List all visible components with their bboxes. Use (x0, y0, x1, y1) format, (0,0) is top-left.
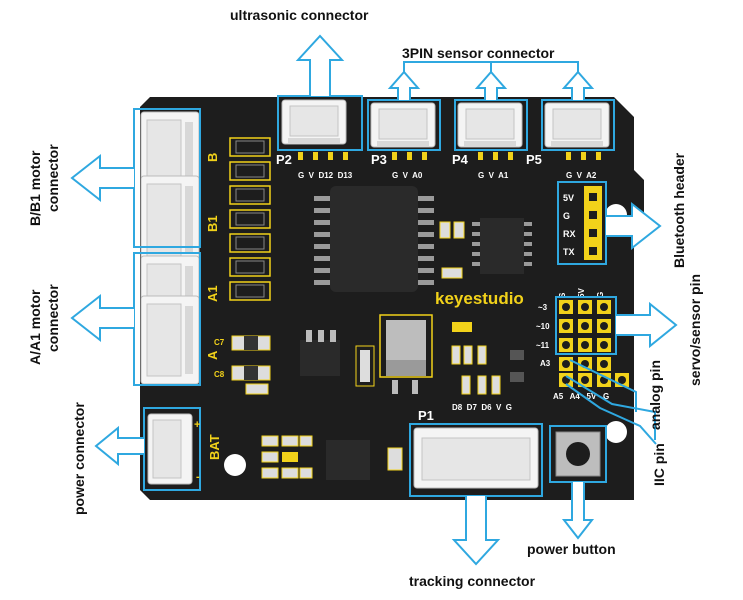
pins-p3: G V A0 (392, 171, 423, 180)
label-a: A (205, 350, 220, 360)
label-c8: C8 (214, 370, 225, 379)
resistor-bodies (235, 140, 265, 298)
connector-p5 (541, 99, 615, 151)
power-button (549, 425, 607, 483)
arrow-ultrasonic (295, 34, 345, 96)
bottom-pin-labels: A5 A4 5V G (553, 392, 609, 401)
connector-p1 (409, 423, 543, 497)
driver-ic (314, 186, 434, 292)
leader-lines (565, 359, 657, 445)
small-components (451, 322, 524, 395)
label-p1: P1 (418, 408, 434, 423)
smd-bank (261, 435, 403, 480)
connector-p4 (454, 99, 528, 151)
brand-logo: keyestudio (435, 289, 524, 308)
small-ic (472, 218, 532, 274)
connector-bat (143, 407, 201, 491)
callout-servo: servo/sensor pin (687, 274, 703, 386)
capacitors (231, 335, 271, 395)
callout-arrows (70, 34, 678, 566)
arrow-p3 (387, 70, 421, 100)
smd-parts (439, 221, 465, 279)
arrow-p5 (561, 70, 595, 100)
servo-row-3: ~3 (538, 303, 548, 312)
connector-b-b1 (133, 108, 201, 265)
servo-row-11: ~11 (536, 341, 550, 350)
arrow-servo (616, 301, 678, 349)
pins-p4: G V A1 (478, 171, 509, 180)
servo-header-g: G (596, 292, 605, 298)
servo-header-s: S (558, 292, 567, 298)
label-c7: C7 (214, 338, 225, 347)
label-b: B (205, 153, 220, 162)
connector-a-a1 (133, 252, 201, 386)
mounting-hole (224, 454, 246, 476)
connector-p3 (367, 99, 441, 151)
pin-pads-top (298, 152, 601, 160)
callout-a-motor-line2: connector (45, 284, 61, 352)
diode (355, 345, 375, 387)
callout-power-button: power button (527, 541, 616, 557)
arrow-power-button (561, 482, 595, 540)
mounting-hole (605, 421, 627, 443)
arrow-power (94, 425, 144, 467)
callout-bluetooth: Bluetooth header (671, 152, 687, 268)
callout-ultrasonic: ultrasonic connector (230, 7, 369, 23)
arrow-b-b1 (70, 153, 134, 203)
bt-pin-g: G (563, 211, 570, 221)
bt-pin-5v: 5V (563, 193, 574, 203)
arrow-a-a1 (70, 293, 134, 343)
label-plus: + (194, 419, 200, 431)
voltage-regulator (379, 314, 433, 394)
servo-header-5v: 5V (577, 288, 586, 298)
diode-body (360, 350, 370, 382)
pins-p5: G V A2 (566, 171, 597, 180)
label-p4: P4 (452, 152, 469, 167)
label-a1: A1 (205, 285, 220, 302)
callout-b-motor-line1: B/B1 motor (27, 150, 43, 226)
servo-pin-grid (555, 296, 617, 355)
arrow-bluetooth (606, 201, 662, 251)
transistor (300, 330, 340, 376)
label-p2: P2 (276, 152, 292, 167)
arrow-p4 (474, 70, 508, 100)
label-b1: B1 (205, 215, 220, 232)
callout-analog: analog pin (647, 360, 663, 430)
callout-iic: IIC pin (651, 443, 667, 486)
arrow-tracking (451, 496, 501, 566)
resistor-array (229, 137, 271, 301)
label-a3: A3 (540, 359, 551, 368)
pins-p2: G V D12 D13 (298, 171, 353, 180)
label-minus: - (196, 471, 200, 483)
sensor-bracket (403, 61, 579, 72)
label-p5: P5 (526, 152, 542, 167)
label-p3: P3 (371, 152, 387, 167)
label-bat: BAT (207, 434, 222, 460)
pins-p1: D8 D7 D6 V G (452, 403, 512, 412)
callout-power-connector: power connector (71, 402, 87, 515)
board (140, 97, 644, 500)
bt-pin-tx: TX (563, 247, 575, 257)
bt-pin-rx: RX (563, 229, 576, 239)
servo-row-10: ~10 (536, 322, 550, 331)
callout-3pin: 3PIN sensor connector (402, 45, 555, 61)
callout-b-motor-line2: connector (45, 144, 61, 212)
callout-a-motor-line1: A/A1 motor (27, 289, 43, 365)
callout-tracking: tracking connector (409, 573, 536, 589)
